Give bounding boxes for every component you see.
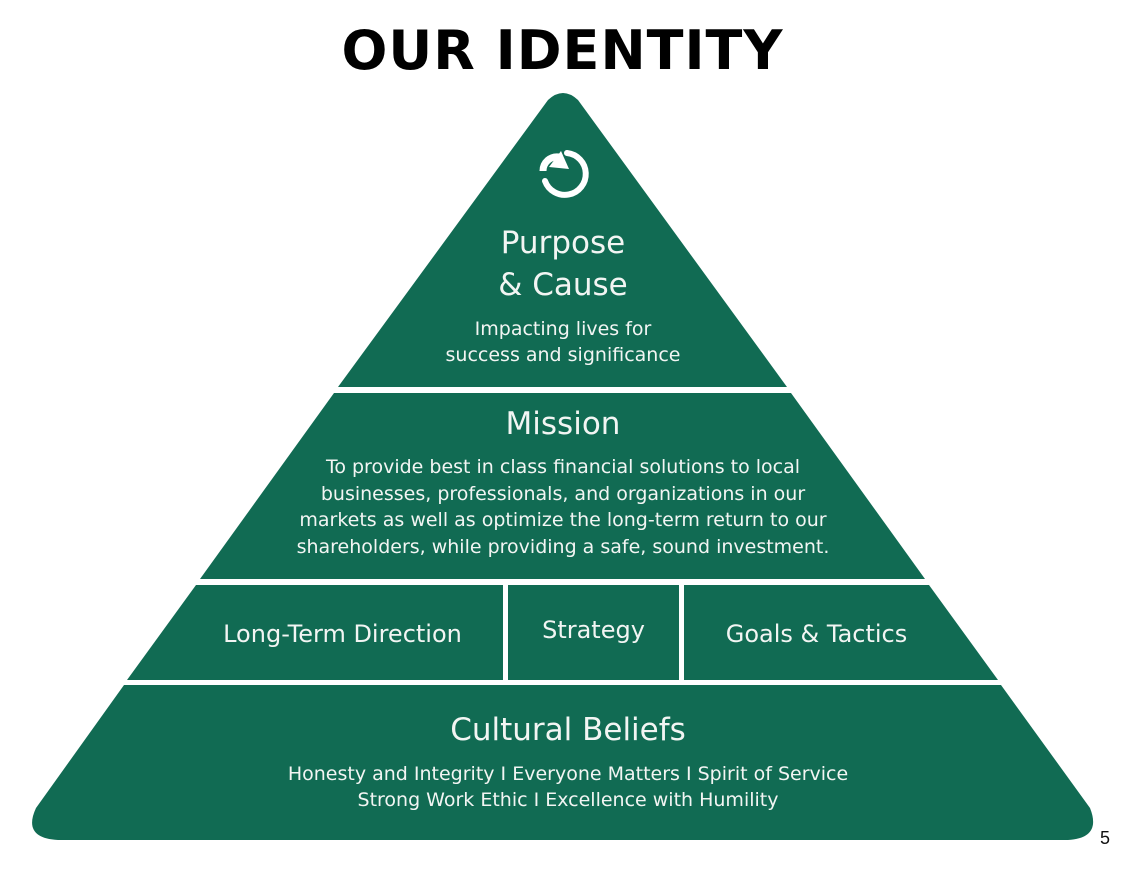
slide-title: OUR IDENTITY <box>341 19 784 82</box>
mission-heading: Mission <box>505 406 621 442</box>
tier-goals-cell-shape <box>684 585 998 680</box>
cultural-beliefs-line2: Strong Work Ethic I Excellence with Humi… <box>357 789 779 811</box>
purpose-heading-line2: & Cause <box>498 267 628 303</box>
mission-body-line: markets as well as optimize the long-ter… <box>299 509 827 531</box>
tier-mission-shape <box>200 393 925 579</box>
mission-body-line: shareholders, while providing a safe, so… <box>296 536 830 558</box>
purpose-body-line1: Impacting lives for <box>474 318 652 340</box>
mission-body-line: To provide best in class financial solut… <box>325 456 801 478</box>
tier-strategy-cell-shape <box>508 585 679 680</box>
cultural-beliefs-line1: Honesty and Integrity I Everyone Matters… <box>287 763 849 785</box>
tier-purpose-shape <box>338 93 787 387</box>
long-term-direction-label: Long-Term Direction <box>223 620 462 648</box>
purpose-heading-line1: Purpose <box>500 225 626 261</box>
strategy-label: Strategy <box>542 616 645 644</box>
cultural-beliefs-heading: Cultural Beliefs <box>450 712 686 748</box>
circular-arrow-icon <box>539 150 589 198</box>
tier-beliefs-shape <box>32 685 1094 840</box>
page-number: 5 <box>1100 828 1111 848</box>
tier-direction-cell-shape <box>127 585 503 680</box>
mission-body-line: businesses, professionals, and organizat… <box>320 483 806 505</box>
purpose-body-line2: success and significance <box>445 344 681 366</box>
goals-tactics-label: Goals & Tactics <box>725 620 908 648</box>
